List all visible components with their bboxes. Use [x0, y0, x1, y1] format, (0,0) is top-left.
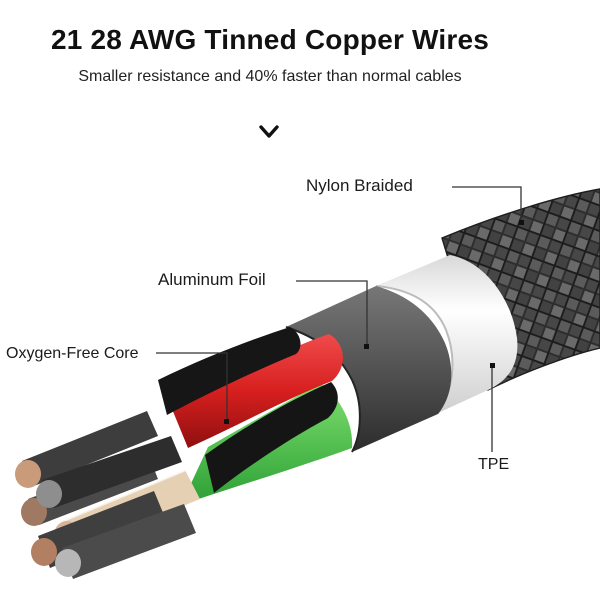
- headline: 21 28 AWG Tinned Copper Wires: [50, 24, 490, 55]
- oxygen-free-core-label: Oxygen-Free Core: [6, 345, 139, 362]
- copper-conductor-ends: [15, 411, 200, 579]
- inner-wire-bundle: [158, 327, 353, 505]
- nylon-braided-label: Nylon Braided: [306, 176, 413, 195]
- subheadline: Smaller resistance and 40% faster than n…: [78, 68, 462, 85]
- aluminum-foil-layer: [285, 286, 452, 453]
- aluminum-foil-label: Aluminum Foil: [158, 270, 266, 289]
- tpe-label: TPE: [478, 456, 510, 473]
- callout-lines: [156, 186, 524, 452]
- chevron-down-icon: [259, 125, 279, 138]
